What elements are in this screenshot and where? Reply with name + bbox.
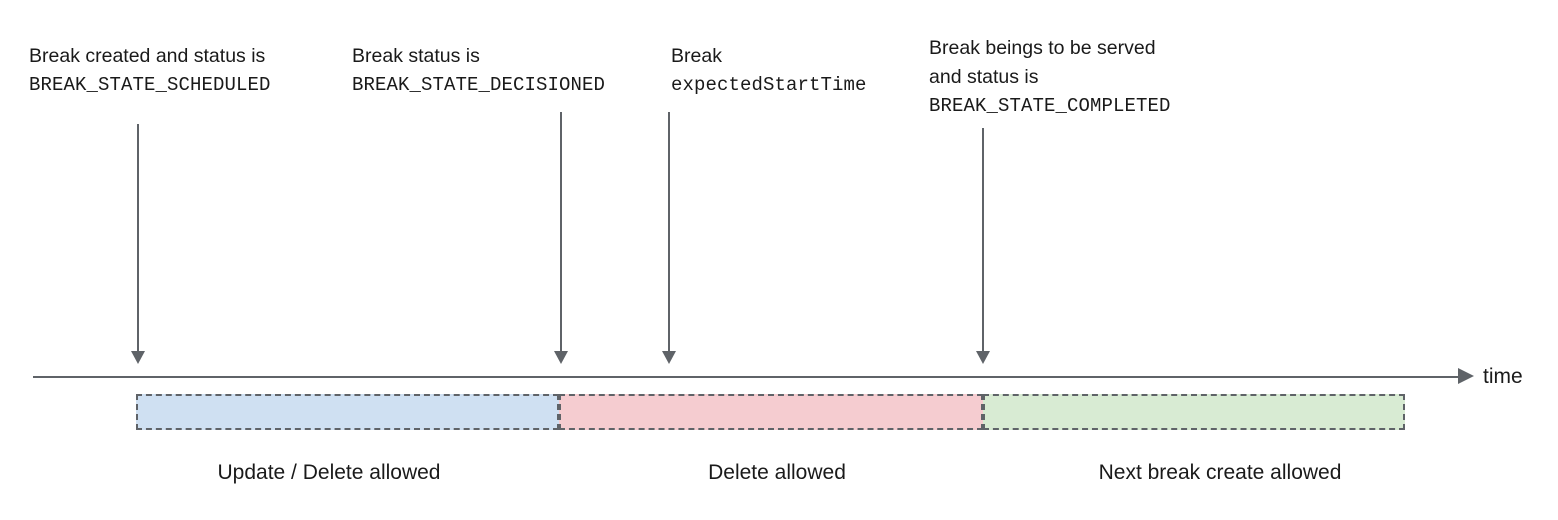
arrow-head: [662, 351, 676, 364]
arrow-shaft: [560, 112, 562, 352]
annotation-break-completed: Break beings to be served and status is …: [929, 34, 1171, 121]
pointer-arrow-down-icon: [554, 112, 568, 364]
annotation-line-state: BREAK_STATE_COMPLETED: [929, 95, 1171, 117]
annotation-line: Break beings to be served: [929, 37, 1156, 59]
pointer-arrow-down-icon: [976, 128, 990, 364]
annotation-break-created: Break created and status is BREAK_STATE_…: [29, 42, 271, 100]
annotation-break-decisioned: Break status is BREAK_STATE_DECISIONED: [352, 42, 605, 100]
phase-bar-next-break: [983, 394, 1405, 430]
phase-bar-update-delete: [136, 394, 559, 430]
phase-divider: [983, 394, 985, 430]
phase-caption-delete-only: Delete allowed: [708, 461, 846, 484]
annotation-line-state: BREAK_STATE_SCHEDULED: [29, 74, 271, 96]
time-axis-line: [33, 376, 1465, 378]
annotation-line-field: expectedStartTime: [671, 74, 867, 96]
time-axis-arrow-right-icon: [1458, 368, 1474, 384]
phase-caption-next-break: Next break create allowed: [1098, 461, 1342, 484]
annotation-line: Break status is: [352, 45, 480, 67]
arrow-shaft: [982, 128, 984, 352]
arrow-shaft: [137, 124, 139, 352]
annotation-break-expected-start-time: Break expectedStartTime: [671, 42, 867, 100]
annotation-line-state: BREAK_STATE_DECISIONED: [352, 74, 606, 96]
arrow-head: [131, 351, 145, 364]
pointer-arrow-down-icon: [662, 112, 676, 364]
phase-bar-delete-only: [559, 394, 983, 430]
pointer-arrow-down-icon: [131, 124, 145, 364]
time-axis-label: time: [1483, 365, 1523, 388]
arrow-head: [554, 351, 568, 364]
annotation-line: Break created and status is: [29, 45, 266, 67]
phase-divider: [559, 394, 561, 430]
arrow-head: [976, 351, 990, 364]
annotation-line: and status is: [929, 66, 1039, 88]
phase-caption-update-delete: Update / Delete allowed: [217, 461, 441, 484]
arrow-shaft: [668, 112, 670, 352]
annotation-line: Break: [671, 45, 722, 67]
